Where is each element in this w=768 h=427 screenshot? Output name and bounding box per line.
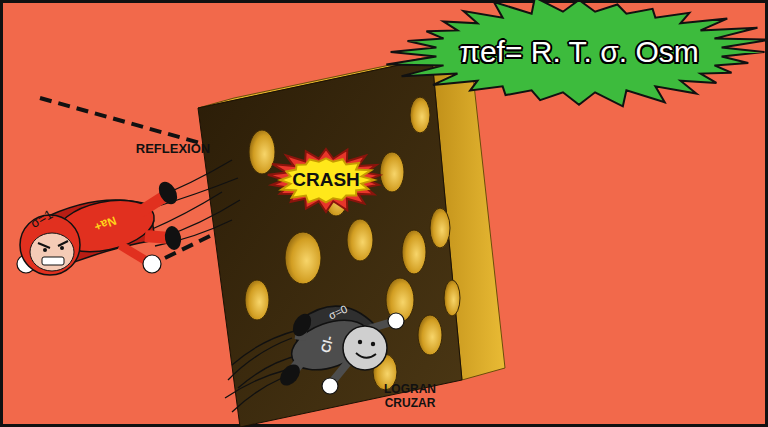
pores <box>245 97 460 390</box>
burst-shape <box>386 0 768 106</box>
boot <box>276 361 304 390</box>
pore <box>402 230 426 274</box>
pore <box>410 97 430 133</box>
annotation: LOGRAN CRUZAR <box>372 383 448 411</box>
reflected-particle <box>17 160 240 275</box>
reflection-coefficient: σ=1 <box>21 203 63 236</box>
crash-burst: CRASH <box>268 150 384 210</box>
pore <box>444 280 460 316</box>
crossing-particle <box>225 306 404 412</box>
eye <box>371 342 375 346</box>
node-text: CRASH <box>292 169 360 191</box>
burst-shape <box>280 158 374 202</box>
ion-symbol: Na+ <box>84 210 126 237</box>
reflection-coefficient: σ=0 <box>317 298 359 326</box>
burst-shape <box>268 149 380 212</box>
glove <box>143 255 161 273</box>
node-text: πef= R. T. σ. Osm <box>459 35 699 69</box>
teeth <box>42 257 64 265</box>
motion-line <box>232 330 298 365</box>
pore <box>380 152 404 192</box>
eye <box>43 248 47 252</box>
pore <box>347 219 373 261</box>
leg <box>140 196 165 212</box>
eye <box>358 340 362 344</box>
arm <box>332 360 350 382</box>
pore <box>430 208 450 248</box>
formula-burst: πef= R. T. σ. Osm <box>395 0 763 104</box>
membrane <box>198 48 505 427</box>
boot <box>163 225 183 251</box>
pore <box>245 280 269 320</box>
annotation: REFLEXIÓN <box>118 142 228 157</box>
glove <box>388 313 404 329</box>
pore <box>418 315 442 355</box>
face <box>30 233 74 271</box>
head <box>343 326 387 370</box>
boot <box>289 311 315 340</box>
ion-symbol: Cl- <box>317 327 340 362</box>
eye <box>60 246 64 250</box>
pore <box>285 232 321 284</box>
boot <box>155 179 181 208</box>
motion-line <box>232 378 282 412</box>
smile <box>356 353 376 358</box>
pore <box>249 130 275 174</box>
motion-line <box>152 178 238 208</box>
glove <box>322 378 338 394</box>
membrane-face <box>198 58 462 427</box>
